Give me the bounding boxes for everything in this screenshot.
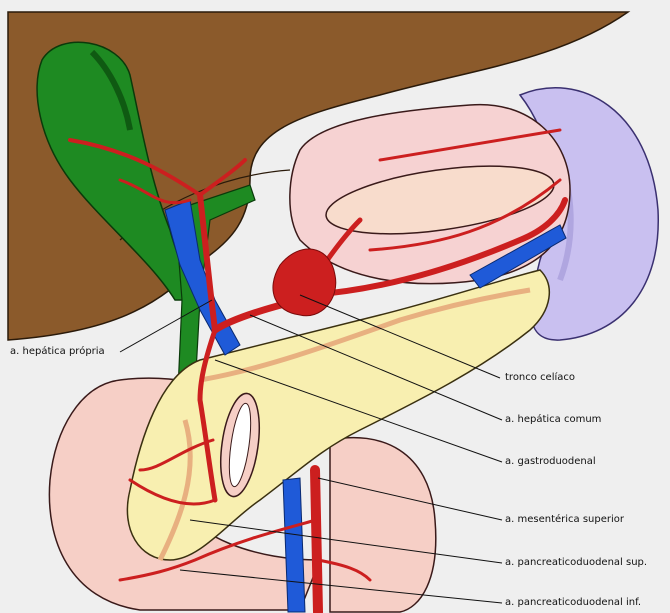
label-tronco-celiaco: tronco celíaco [505, 373, 575, 383]
label-hepatica-propria: a. hepática própria [10, 347, 105, 357]
superior-mesenteric-artery [315, 470, 318, 612]
label-pancreaticoduodenal-sup: a. pancreaticoduodenal sup. [505, 558, 647, 568]
label-hepatica-comum: a. hepática comum [505, 415, 601, 425]
label-gastroduodenal: a. gastroduodenal [505, 457, 596, 467]
label-pancreaticoduodenal-inf: a. pancreaticoduodenal inf. [505, 598, 641, 608]
label-mesenterica-superior: a. mesentérica superior [505, 515, 624, 525]
